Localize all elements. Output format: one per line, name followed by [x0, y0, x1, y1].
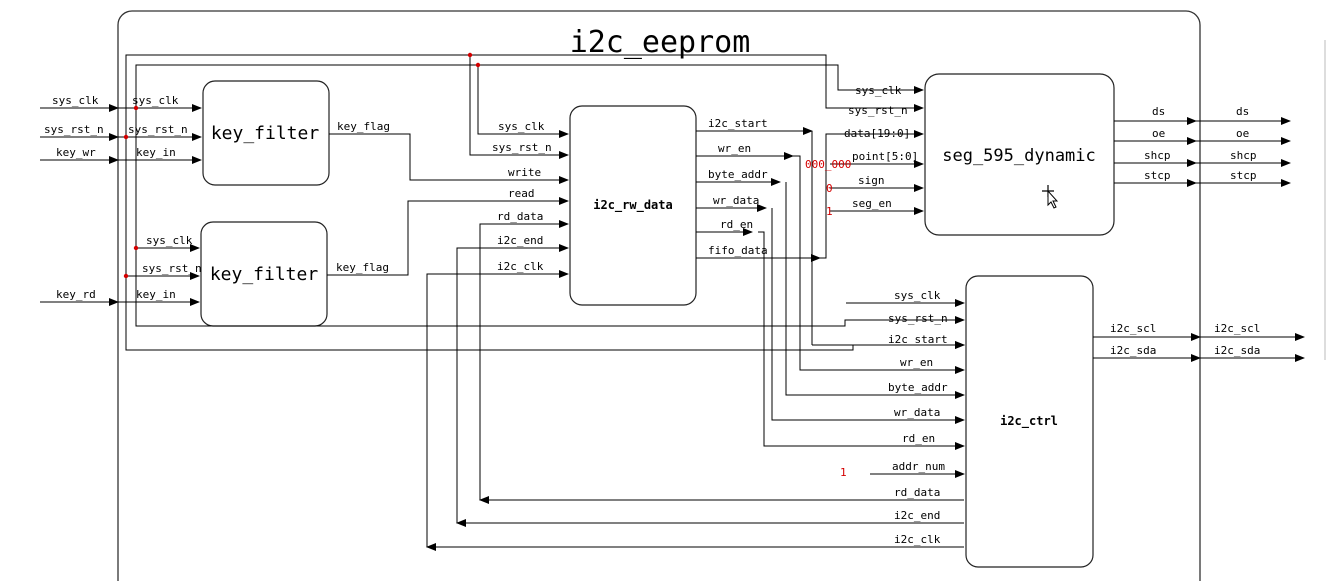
output-oe-label: oe: [1236, 127, 1249, 140]
port-label: byte_addr: [708, 168, 768, 181]
port-label: sys_rst_n: [848, 104, 908, 117]
port-label: sys_clk: [894, 289, 941, 302]
top-module-frame: [117, 10, 1201, 581]
port-label: sys_clk: [146, 234, 193, 247]
port-label: key_in: [136, 288, 176, 301]
const-seg-en: 1: [826, 205, 833, 218]
port-label: rd_data: [894, 486, 940, 499]
i2c-rw-data-outputs: i2c_start wr_en byte_addr wr_data rd_en …: [696, 117, 965, 450]
const-sign: 0: [826, 182, 833, 195]
port-label: fifo_data: [708, 244, 768, 257]
input-key-wr-label: key_wr: [56, 146, 96, 159]
input-key-rd-label: key_rd: [56, 288, 96, 301]
port-label: sys_rst_n: [142, 262, 202, 275]
port-label: rd_en: [902, 432, 935, 445]
port-label: shcp: [1144, 149, 1171, 162]
port-label: sys_clk: [498, 120, 545, 133]
port-label: write: [508, 166, 541, 179]
port-label: i2c_start: [708, 117, 768, 130]
port-label: point[5:0]: [852, 150, 918, 163]
key-filter-wr-name: key_filter: [211, 123, 320, 144]
output-ds-label: ds: [1236, 105, 1249, 118]
i2c-rw-data-inputs: sys_clk sys_rst_n write read rd_data i2c…: [426, 120, 964, 551]
i2c-rw-data-box: [569, 105, 697, 306]
port-label: ds: [1152, 105, 1165, 118]
port-label: i2c_sda: [1110, 344, 1156, 357]
port-label: sys_rst_n: [128, 123, 188, 136]
move-cursor-icon: [1042, 185, 1059, 209]
port-label: sys_rst_n: [492, 141, 552, 154]
junction-dot: [133, 105, 139, 111]
junction-dot: [123, 273, 129, 279]
port-label: oe: [1152, 127, 1165, 140]
const-addr-num: 1: [840, 466, 847, 479]
port-label: sign: [858, 174, 885, 187]
output-i2c-scl-label: i2c_scl: [1214, 322, 1260, 335]
seg-595-dynamic-box: [924, 73, 1115, 236]
port-label: i2c_start: [888, 333, 948, 346]
port-label: stcp: [1144, 169, 1171, 182]
port-label: key_flag: [336, 261, 389, 274]
input-sys-rst-n-label: sys_rst_n: [44, 123, 104, 136]
seg-595-dynamic-name: seg_595_dynamic: [942, 146, 1096, 166]
port-label: wr_en: [900, 356, 933, 369]
port-label: wr_data: [894, 406, 940, 419]
i2c-ctrl-outputs: i2c_scl i2c_scl i2c_sda i2c_sda: [1093, 322, 1305, 362]
port-label: rd_en: [720, 218, 753, 231]
port-label: sys_clk: [132, 94, 179, 107]
key-filter-wr-box: [202, 80, 330, 186]
key-filter-rd-name: key_filter: [210, 264, 319, 285]
port-label: wr_en: [718, 142, 751, 155]
junction-dot: [475, 62, 481, 68]
output-i2c-sda-label: i2c_sda: [1214, 344, 1260, 357]
port-label: i2c_clk: [497, 260, 544, 273]
output-stcp-label: stcp: [1230, 169, 1257, 182]
junction-dot: [467, 52, 473, 58]
seg-595-dynamic-inputs: sys_clk sys_rst_n data[19:0] point[5:0] …: [805, 84, 924, 218]
port-label: wr_data: [713, 194, 759, 207]
i2c-rw-data-name: i2c_rw_data: [593, 198, 672, 213]
port-label: data[19:0]: [844, 127, 910, 140]
input-sys-clk-label: sys_clk: [52, 94, 99, 107]
port-label: i2c_end: [497, 234, 543, 247]
key-filter-rd-ports: sys_clk sys_rst_n key_in key_flag: [118, 197, 569, 306]
port-label: i2c_scl: [1110, 322, 1156, 335]
port-label: rd_data: [497, 210, 543, 223]
i2c-ctrl-box: [965, 275, 1094, 568]
port-label: sys_clk: [855, 84, 902, 97]
top-inputs: sys_clk sys_rst_n key_wr key_rd: [40, 94, 119, 306]
junction-dot: [133, 245, 139, 251]
port-label: addr_num: [892, 460, 945, 473]
seg-595-dynamic-outputs: ds ds oe oe shcp shcp stcp stcp: [1114, 105, 1291, 187]
junction-dot: [123, 134, 129, 140]
port-label: key_flag: [337, 120, 390, 133]
page-title: i2c_eeprom: [570, 25, 751, 60]
port-label: i2c_end: [894, 509, 940, 522]
port-label: byte_addr: [888, 381, 948, 394]
key-filter-wr-ports: sys_clk sys_rst_n key_in key_flag: [118, 94, 569, 184]
const-point: 000_000: [805, 158, 851, 171]
port-label: key_in: [136, 146, 176, 159]
port-label: sys_rst_n: [888, 312, 948, 325]
port-label: seg_en: [852, 197, 892, 210]
i2c-ctrl-inputs: sys_clk sys_rst_n i2c_start wr_en byte_a…: [840, 289, 965, 546]
output-shcp-label: shcp: [1230, 149, 1257, 162]
i2c-ctrl-name: i2c_ctrl: [1000, 414, 1058, 429]
port-label: i2c_clk: [894, 533, 941, 546]
port-label: read: [508, 187, 535, 200]
